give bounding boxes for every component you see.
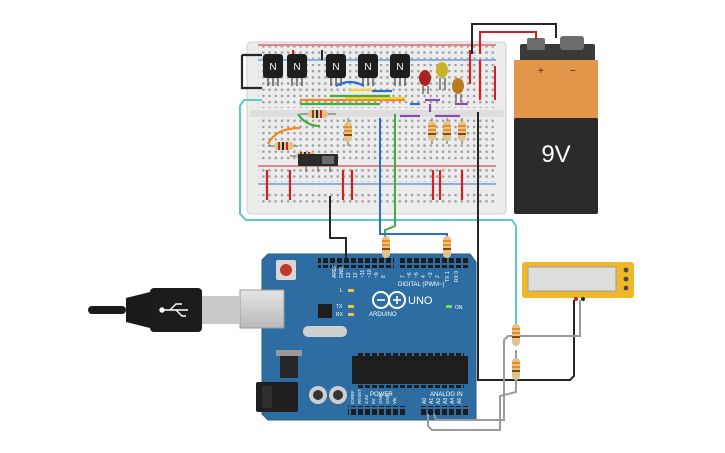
svg-text:GND: GND: [385, 393, 390, 404]
svg-text:A4: A4: [450, 398, 456, 404]
battery-minus-label: −: [570, 66, 576, 77]
resistor-lcd-1: [512, 324, 520, 346]
svg-text:GND: GND: [378, 393, 383, 404]
battery-9v[interactable]: + − 9V: [514, 36, 598, 214]
svg-text:GND: GND: [339, 267, 345, 279]
svg-text:N: N: [332, 62, 339, 73]
digital-pin-labels: AREF GND 13 12 ~11 ~10 ~9 8 7 ~6 ~5 4 ~3…: [332, 265, 460, 282]
svg-text:A0: A0: [422, 398, 428, 404]
svg-text:IOREF: IOREF: [350, 390, 355, 404]
analog-header-label: ANALOG IN: [430, 392, 463, 398]
svg-text:~3: ~3: [428, 272, 434, 278]
crystal: [303, 326, 347, 337]
breadboard-wires: [240, 53, 482, 145]
svg-text:N: N: [364, 62, 371, 73]
lcd-pin-1: [623, 267, 629, 273]
power-pin-labels: IOREF RESET 3.3V 5V GND GND Vin: [350, 389, 397, 404]
svg-text:12: 12: [353, 272, 359, 278]
svg-text:RESET: RESET: [357, 389, 362, 404]
resistors-arduino: [382, 236, 520, 380]
lcd-display[interactable]: [522, 262, 634, 301]
power-rail-top: [258, 46, 496, 59]
usb-cable[interactable]: [88, 288, 240, 332]
arduino-uno-board[interactable]: AREF GND 13 12 ~11 ~10 ~9 8 7 ~6 ~5 4 ~3…: [239, 253, 477, 421]
resistor-v3: [443, 118, 451, 144]
lcd-pin-2: [623, 276, 629, 282]
resistor-v4: [458, 118, 466, 144]
svg-text:N: N: [396, 62, 403, 73]
svg-text:4: 4: [421, 275, 427, 278]
digital-header-right[interactable]: [400, 258, 470, 268]
board-brand-label: ARDUINO: [369, 312, 397, 318]
led-red: [419, 70, 431, 94]
power-header[interactable]: [348, 406, 406, 415]
usb-symbol-icon: [159, 303, 188, 317]
battery-voltage-label: 9V: [541, 141, 570, 168]
analog-header[interactable]: [420, 406, 468, 415]
board-model-label: UNO: [408, 295, 433, 307]
svg-text:RX 0: RX 0: [454, 271, 460, 282]
led-tx-label: TX: [336, 304, 343, 310]
digital-header-label: DIGITAL (PWM~): [398, 282, 445, 288]
resistor-arduino-2: [443, 236, 451, 258]
resistor-h2: [268, 142, 298, 150]
analog-pin-labels: A0 A1 A2 A3 A4 A5: [422, 398, 463, 404]
led-orange: [452, 78, 464, 102]
transistor-1: N: [263, 54, 283, 78]
battery-plus-label: +: [538, 66, 544, 77]
resistor-v2: [428, 118, 436, 144]
atmega-chip: [352, 356, 468, 384]
slide-switch[interactable]: [298, 154, 338, 172]
voltage-regulator: [280, 354, 298, 378]
svg-text:AREF: AREF: [332, 265, 338, 278]
led-l-label: L: [340, 288, 343, 294]
svg-text:A1: A1: [429, 398, 435, 404]
led-yellow: [436, 62, 448, 90]
led-on-label: ON: [455, 305, 463, 311]
svg-text:N: N: [293, 62, 300, 73]
power-rail-bottom: [258, 168, 496, 182]
battery-wires: [471, 23, 557, 54]
svg-text:8: 8: [381, 275, 387, 278]
arduino-logo: [372, 291, 406, 309]
usb-port[interactable]: [239, 289, 285, 329]
svg-text:A5: A5: [457, 398, 463, 404]
svg-text:A2: A2: [436, 398, 442, 404]
power-header-label: POWER: [370, 392, 393, 398]
svg-text:5V: 5V: [371, 398, 376, 404]
resistor-v1: [344, 118, 352, 146]
transistor-4: N: [358, 54, 378, 78]
bottom-red-jumpers: [265, 170, 464, 200]
transistor-5: N: [390, 54, 410, 78]
svg-text:~5: ~5: [414, 272, 420, 278]
svg-text:7: 7: [400, 275, 406, 278]
svg-text:13: 13: [346, 272, 352, 278]
svg-text:~11: ~11: [360, 270, 366, 278]
svg-text:N: N: [269, 62, 276, 73]
resistor-arduino-1: [382, 236, 390, 258]
digital-header-left[interactable]: [318, 258, 394, 268]
resistor-h1: [300, 110, 336, 118]
svg-text:A3: A3: [443, 398, 449, 404]
transistor-array: N N N N N: [263, 54, 410, 86]
svg-text:TX 1: TX 1: [445, 271, 451, 282]
transistor-2: N: [287, 54, 307, 78]
svg-text:~9: ~9: [374, 272, 380, 278]
svg-text:~6: ~6: [407, 272, 413, 278]
usb-chip: [318, 304, 332, 318]
svg-text:3.3V: 3.3V: [364, 395, 369, 404]
svg-text:~10: ~10: [367, 269, 373, 278]
svg-text:2: 2: [435, 275, 441, 278]
led-rx-label: RX: [336, 312, 344, 318]
resistor-lcd-2: [512, 358, 520, 380]
lcd-pin-3: [623, 285, 629, 291]
svg-text:Vin: Vin: [392, 397, 397, 404]
transistor-3: N: [326, 54, 346, 78]
